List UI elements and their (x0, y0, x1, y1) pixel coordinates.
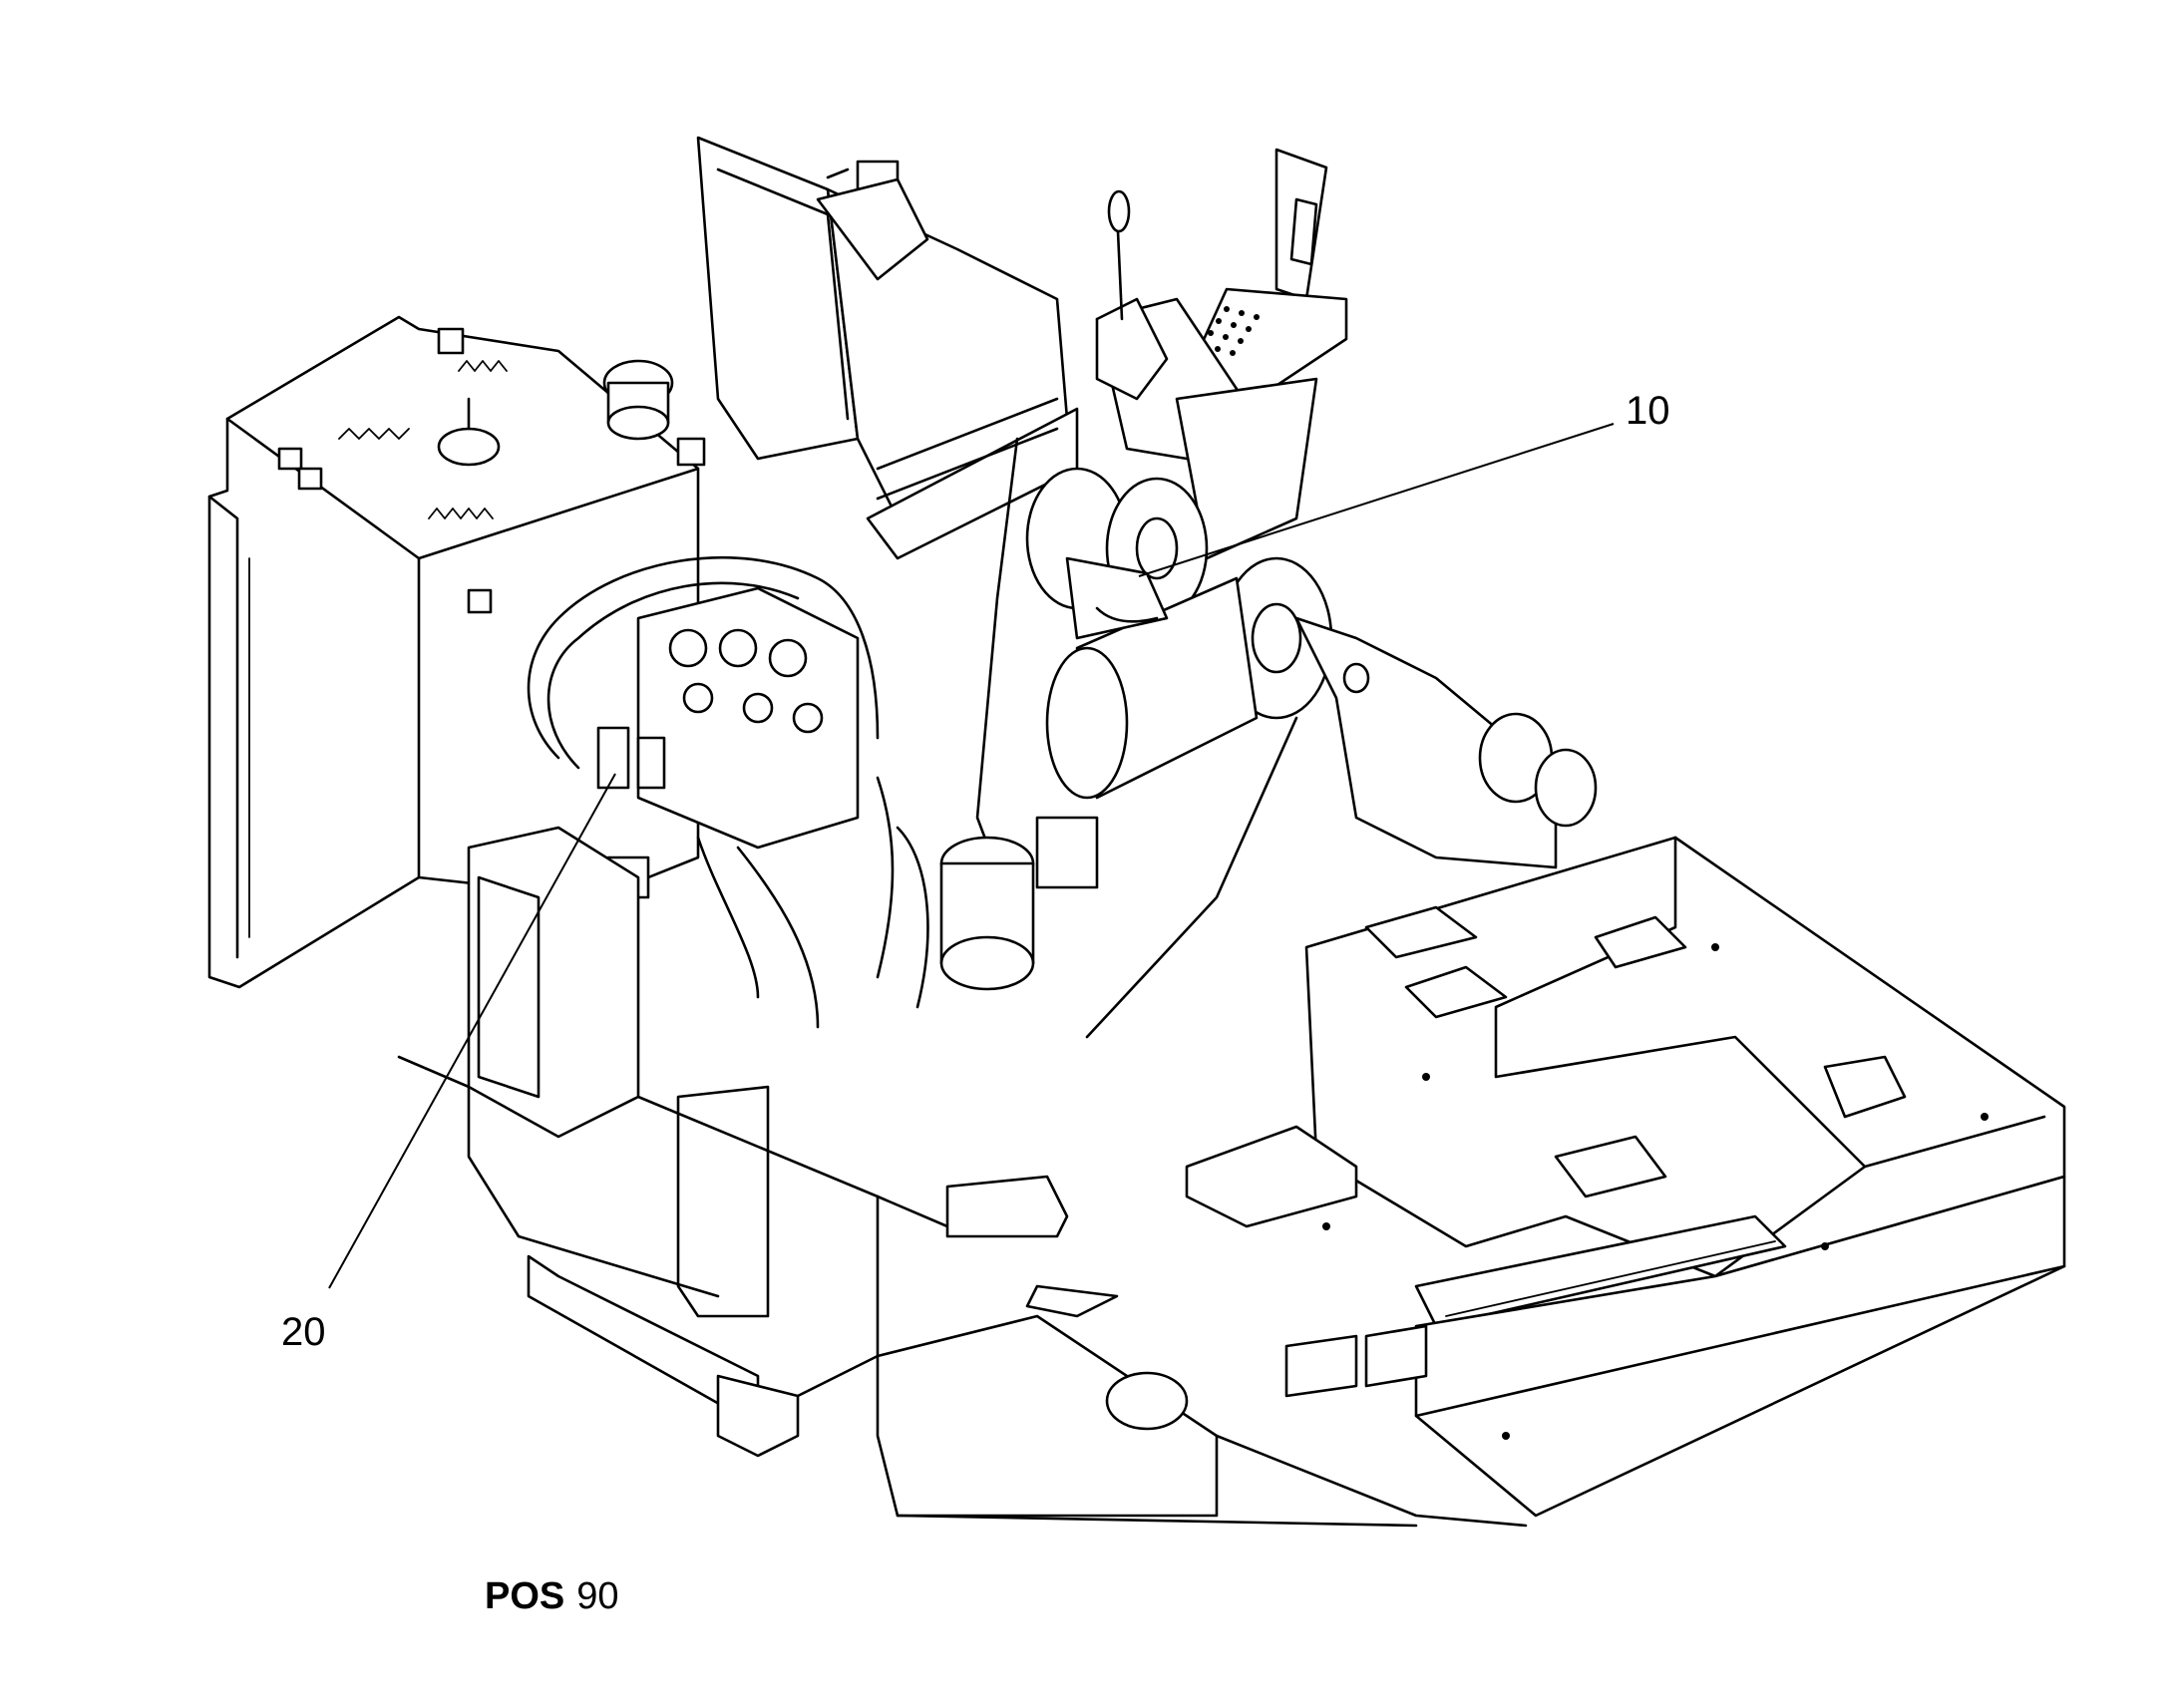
hydraulic-filter (939, 816, 1099, 991)
callout-label-10: 10 (1626, 389, 1670, 433)
operator-seat (696, 136, 1079, 560)
position-number: 90 (576, 1575, 619, 1617)
hydraulic-valve-block (527, 555, 929, 1029)
position-label: POS 90 (485, 1577, 619, 1615)
leader-line-20 (328, 773, 616, 1289)
right-platform (1185, 836, 2066, 1518)
chassis-frame (397, 826, 1528, 1528)
winch-drum-assembly (975, 437, 1598, 1039)
leader-line-10 (1138, 423, 1615, 577)
callout-label-20: 20 (281, 1310, 326, 1354)
right-control-console (1095, 148, 1348, 560)
position-prefix: POS (485, 1575, 565, 1617)
left-control-box (207, 315, 706, 989)
